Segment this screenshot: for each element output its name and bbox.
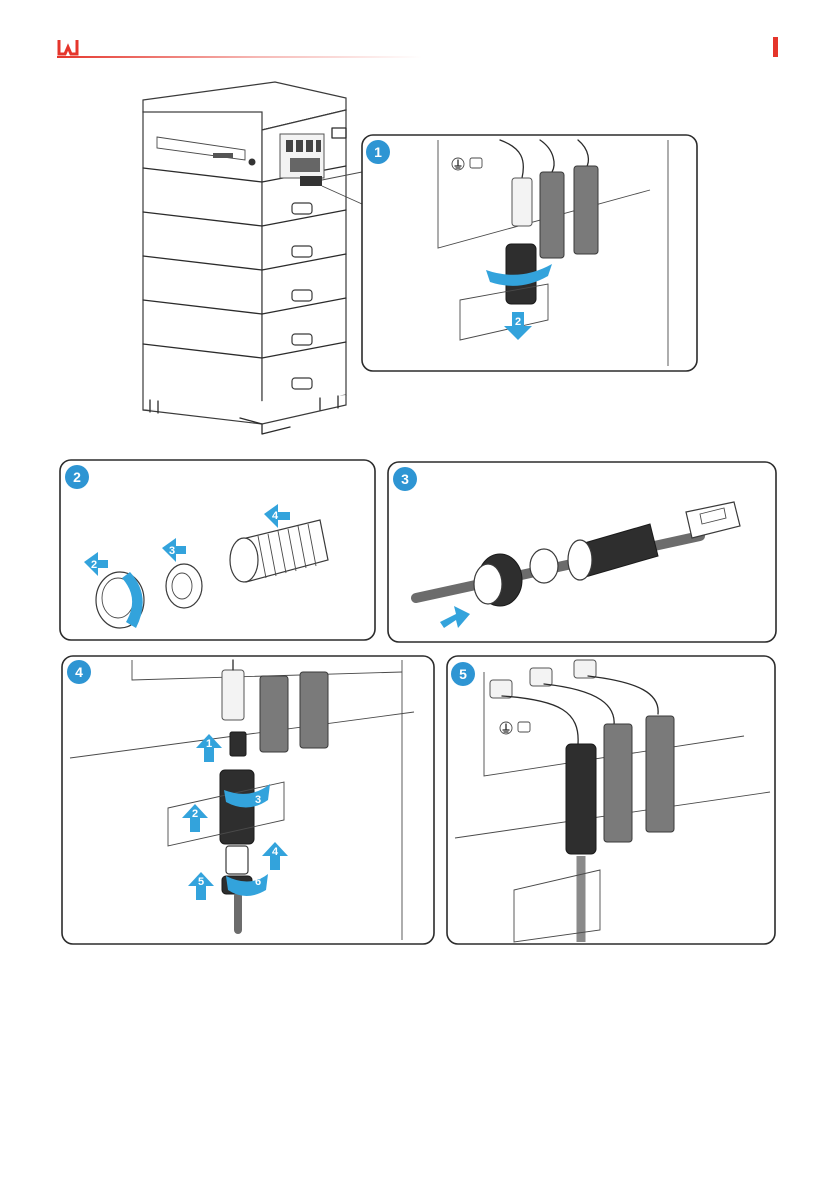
step-3-badge-label: 3 [401,471,409,487]
step-2-badge-label: 2 [73,469,81,485]
step-2-arrow-3-label: 3 [169,545,175,557]
step-4-arrow-1-label: 1 [206,738,212,750]
step-1-arrow-2-label: 2 [515,316,521,328]
step-2-arrow-4-label: 4 [272,510,279,522]
step-4-badge-label: 4 [75,664,83,680]
step-4-arrow-5-label: 5 [198,876,204,888]
step-1-panel: 2 1 [362,135,697,371]
step-5-badge-label: 5 [459,666,467,682]
step-4-arrow-4-label: 4 [272,846,279,858]
step-5-panel: 5 [447,656,775,944]
step-3-panel: 3 [388,462,776,642]
step-1-badge-label: 1 [374,144,382,160]
step-2-panel: 2 3 4 2 [60,460,375,640]
step-4-arrow-3-label: 3 [255,794,261,806]
step-4-panel: 1 2 3 4 5 6 4 [62,656,434,944]
battery-stack-illustration [143,82,362,434]
step-4-arrow-6-label: 6 [255,876,261,888]
step-2-arrow-2-label: 2 [91,559,97,571]
step-4-arrow-2-label: 2 [192,808,198,820]
